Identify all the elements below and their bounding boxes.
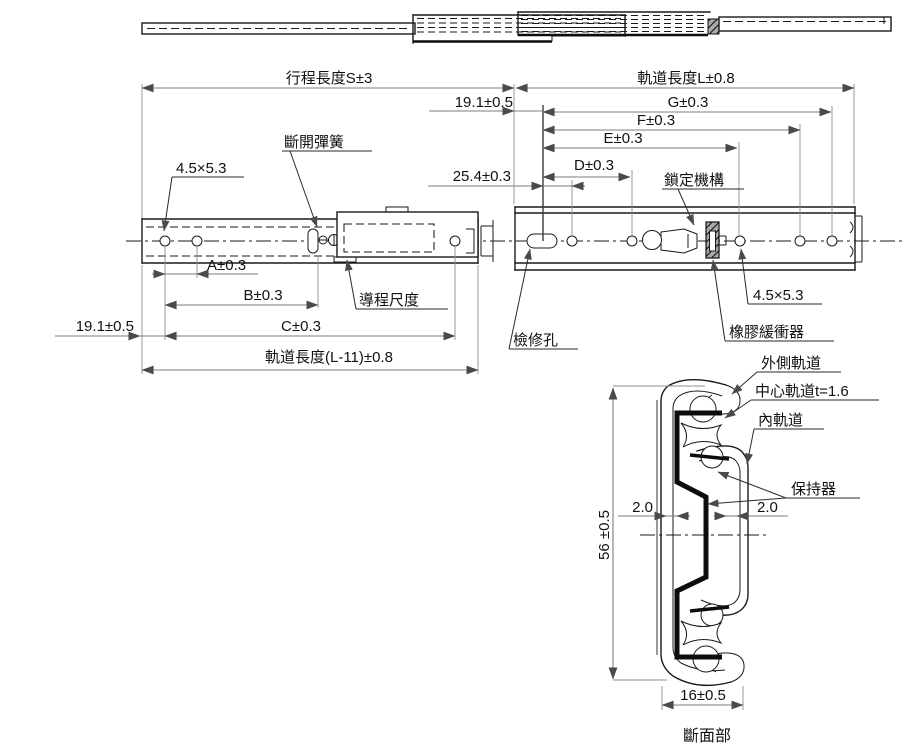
dim-clearance-left: 2.0 (632, 499, 653, 516)
outer-member-end (718, 16, 892, 32)
disconnect-spring-parts (307, 228, 340, 254)
dim-g: G±0.3 (668, 94, 709, 111)
label-lead-dimension: 導程尺度 (359, 292, 419, 309)
dim-section-width: 16±0.5 (680, 687, 726, 704)
mounting-hole (191, 235, 203, 247)
dim-rail-length: 軌道長度L±0.8 (637, 70, 734, 87)
center-rail-profile (674, 410, 730, 660)
section-dimensions (608, 385, 788, 710)
assembly-end-bracket (480, 220, 494, 262)
label-center-rail: 中心軌道t=1.6 (755, 383, 849, 400)
label-inner-rail: 內軌道 (758, 412, 803, 429)
dim-e: E±0.3 (603, 130, 642, 147)
label-lock-mechanism: 鎖定機構 (664, 172, 724, 189)
top-view-extended-slide (141, 11, 892, 44)
label-outer-rail: 外側軌道 (761, 355, 821, 372)
dimension-lines (55, 83, 855, 375)
section-caption: 斷面部 (683, 727, 731, 745)
mounting-hole (449, 235, 461, 247)
mounting-hole (794, 235, 806, 247)
dim-section-height: 56 ±0.5 (596, 510, 613, 560)
inner-member (141, 22, 416, 35)
label-retainer: 保持器 (791, 481, 836, 498)
dim-end-offset-bottom: 19.1±0.5 (76, 318, 134, 335)
dim-slot-right: 4.5×5.3 (753, 287, 803, 304)
dim-end-offset-top: 19.1±0.5 (455, 94, 513, 111)
dim-pitch-25: 25.4±0.3 (453, 168, 511, 185)
dim-d: D±0.3 (574, 157, 614, 174)
main-view: 行程長度S±3 軌道長度L±0.8 19.1±0.5 G±0.3 F±0.3 E… (55, 70, 903, 375)
mounting-hole (826, 235, 838, 247)
dim-a: A±0.3 (207, 257, 246, 274)
dim-b: B±0.3 (243, 287, 282, 304)
mounting-hole (734, 235, 746, 247)
mounting-hole (159, 235, 171, 247)
section-leader-lines (707, 371, 879, 508)
dim-rail-length-minus11: 軌道長度(L-11)±0.8 (265, 349, 393, 366)
dim-stroke-length: 行程長度S±3 (286, 70, 373, 87)
top-view-bumper (707, 18, 720, 35)
outer-member-overlap (517, 11, 711, 37)
mounting-hole (626, 235, 638, 247)
inner-slider-block (333, 206, 479, 263)
label-rubber-bumper: 橡膠緩衝器 (729, 324, 804, 341)
outer-rail-profile (656, 379, 745, 687)
label-disconnect-spring: 斷開彈簧 (284, 134, 344, 151)
dim-f: F±0.3 (637, 112, 675, 129)
dim-c: C±0.3 (281, 318, 321, 335)
retainer-profiles (680, 422, 723, 646)
outer-rail-member (514, 206, 863, 271)
lock-mechanism-part (642, 228, 698, 254)
access-slot (526, 233, 558, 249)
label-inspection-hole: 檢修孔 (513, 332, 558, 349)
left-rail-assembly (141, 206, 494, 264)
dim-slot-left: 4.5×5.3 (176, 160, 226, 177)
leader-lines (161, 150, 834, 350)
section-view: 外側軌道 中心軌道t=1.6 內軌道 保持器 56 ±0.5 2.0 2.0 1… (596, 355, 879, 745)
rail-end-flange (849, 215, 863, 263)
mounting-hole (566, 235, 578, 247)
dim-clearance-right: 2.0 (757, 499, 778, 516)
rubber-bumper-part (705, 221, 727, 259)
